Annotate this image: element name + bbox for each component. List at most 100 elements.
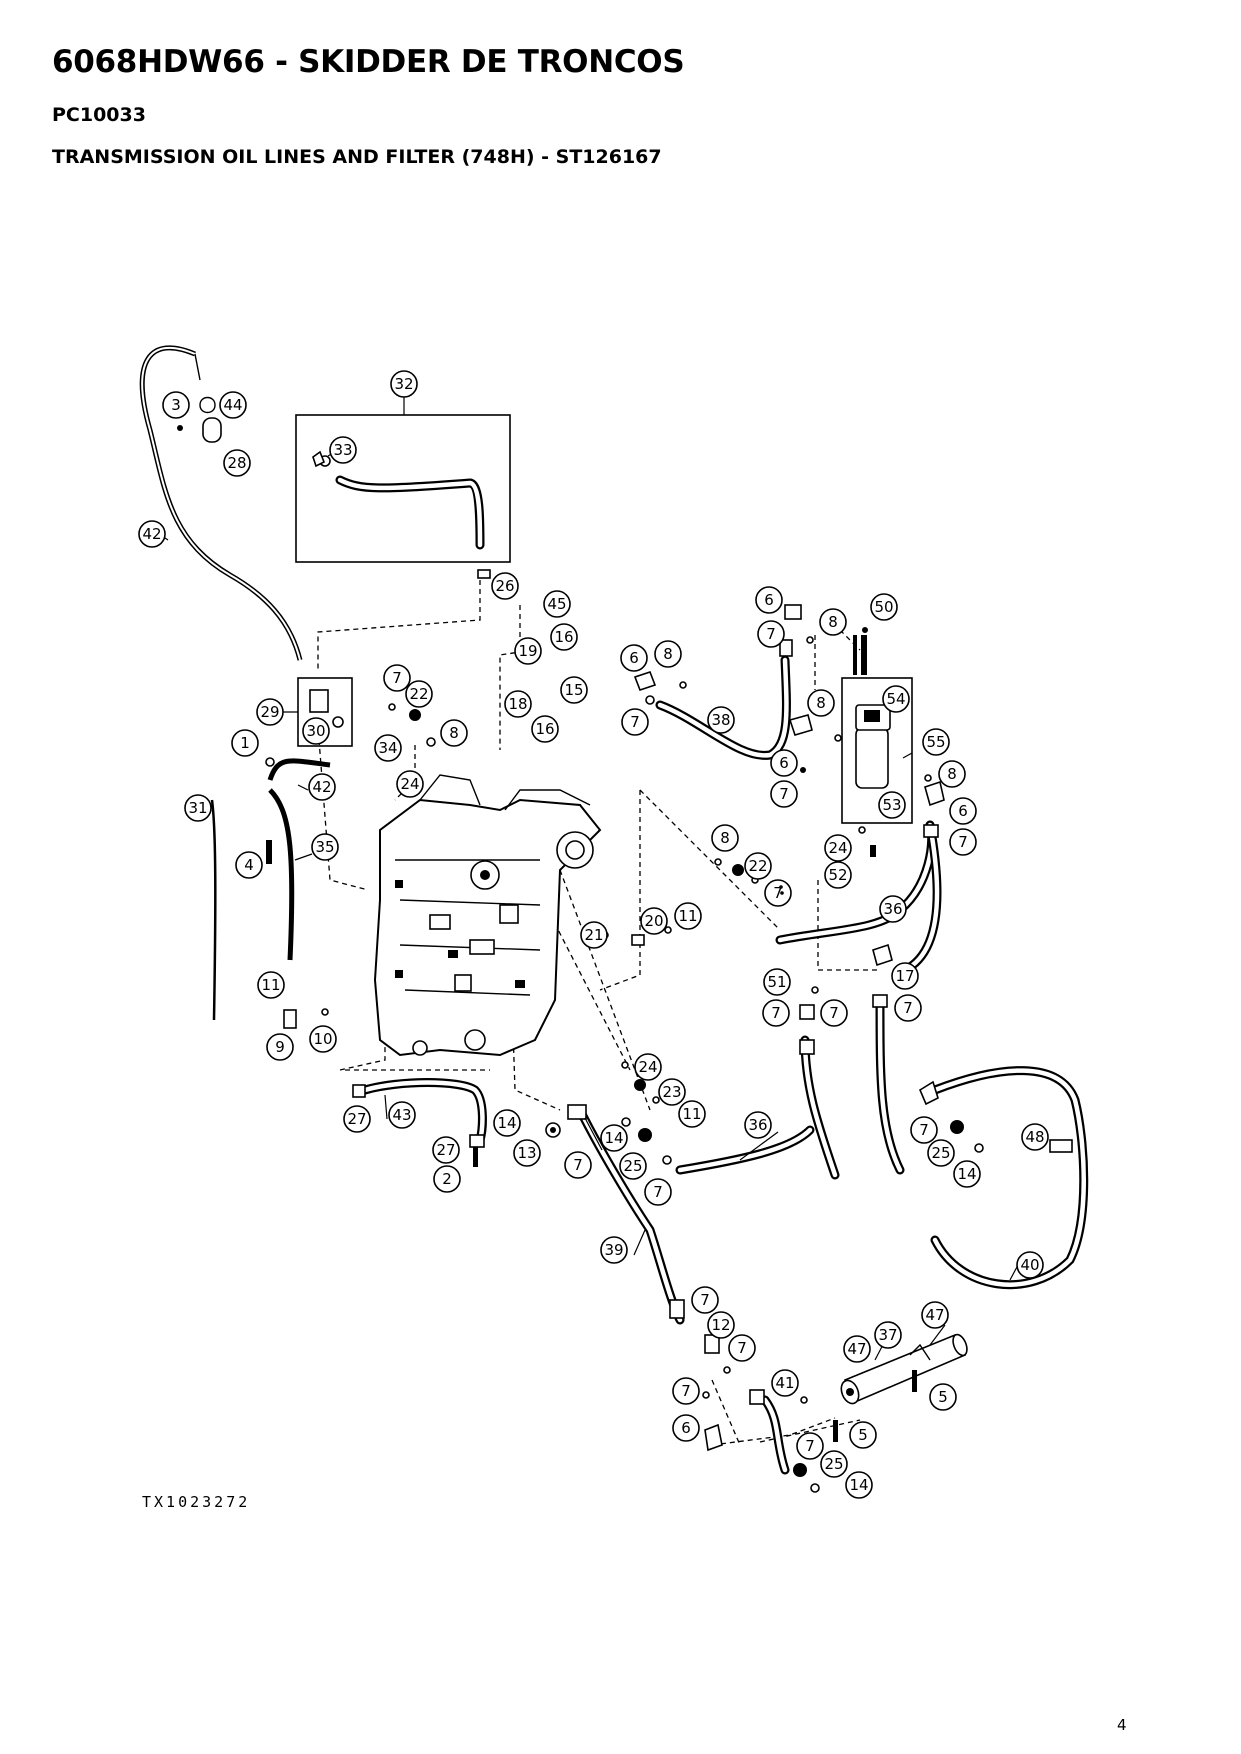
callout-47: 47 <box>843 1335 871 1363</box>
svg-text:33: 33 <box>333 441 352 459</box>
callout-50: 50 <box>870 593 898 621</box>
callout-7: 7 <box>728 1334 756 1362</box>
callout-6: 6 <box>620 644 648 672</box>
callout-27: 27 <box>343 1105 371 1133</box>
callout-5: 5 <box>929 1383 957 1411</box>
callout-40: 40 <box>1016 1251 1044 1279</box>
svg-text:22: 22 <box>409 685 428 703</box>
callout-32: 32 <box>390 370 418 398</box>
callout-7: 7 <box>949 828 977 856</box>
svg-text:44: 44 <box>223 396 242 414</box>
svg-text:23: 23 <box>662 1083 681 1101</box>
svg-text:32: 32 <box>394 375 413 393</box>
callout-7: 7 <box>644 1178 672 1206</box>
callout-51: 51 <box>763 968 791 996</box>
svg-text:14: 14 <box>957 1165 976 1183</box>
svg-text:12: 12 <box>711 1316 730 1334</box>
svg-text:30: 30 <box>306 722 325 740</box>
callout-20: 20 <box>640 907 668 935</box>
callout-33: 33 <box>329 436 357 464</box>
svg-text:6: 6 <box>958 802 968 820</box>
svg-text:15: 15 <box>564 681 583 699</box>
svg-text:10: 10 <box>313 1030 332 1048</box>
svg-text:51: 51 <box>767 973 786 991</box>
svg-text:28: 28 <box>227 454 246 472</box>
svg-text:6: 6 <box>764 591 774 609</box>
callout-7: 7 <box>672 1377 700 1405</box>
callout-7: 7 <box>770 780 798 808</box>
svg-text:27: 27 <box>436 1141 455 1159</box>
callout-41: 41 <box>771 1369 799 1397</box>
callout-7: 7 <box>383 664 411 692</box>
svg-text:16: 16 <box>535 720 554 738</box>
callout-8: 8 <box>654 640 682 668</box>
callout-25: 25 <box>619 1152 647 1180</box>
callout-7 <box>780 891 784 895</box>
svg-text:41: 41 <box>775 1374 794 1392</box>
callout-18: 18 <box>504 690 532 718</box>
callout-7: 7 <box>910 1116 938 1144</box>
svg-text:42: 42 <box>312 778 331 796</box>
callout-28: 28 <box>223 449 251 477</box>
callout-22: 22 <box>405 680 433 708</box>
svg-text:34: 34 <box>378 739 397 757</box>
callout-7: 7 <box>621 708 649 736</box>
callout-48: 48 <box>1021 1123 1049 1151</box>
svg-text:45: 45 <box>547 595 566 613</box>
svg-text:31: 31 <box>188 799 207 817</box>
svg-text:18: 18 <box>508 695 527 713</box>
callout-21: 21 <box>580 921 608 949</box>
callout-7: 7 <box>820 999 848 1027</box>
page-number: 4 <box>1117 1716 1127 1734</box>
svg-text:6: 6 <box>681 1419 691 1437</box>
svg-text:7: 7 <box>737 1339 747 1357</box>
callout-8: 8 <box>440 719 468 747</box>
callout-7: 7 <box>757 620 785 648</box>
callout-55: 55 <box>922 728 950 756</box>
callout-36: 36 <box>744 1111 772 1139</box>
cooler-tube <box>840 1333 968 1405</box>
callout-14: 14 <box>600 1124 628 1152</box>
svg-text:11: 11 <box>261 976 280 994</box>
svg-text:7: 7 <box>766 625 776 643</box>
svg-text:29: 29 <box>260 703 279 721</box>
svg-text:11: 11 <box>682 1105 701 1123</box>
callout-7: 7 <box>796 1432 824 1460</box>
svg-text:7: 7 <box>700 1291 710 1309</box>
svg-text:25: 25 <box>931 1144 950 1162</box>
svg-text:8: 8 <box>720 829 730 847</box>
callout-6: 6 <box>755 586 783 614</box>
callout-5: 5 <box>849 1421 877 1449</box>
callout-11: 11 <box>678 1100 706 1128</box>
svg-text:48: 48 <box>1025 1128 1044 1146</box>
callout-25: 25 <box>927 1139 955 1167</box>
svg-text:38: 38 <box>711 711 730 729</box>
svg-text:24: 24 <box>828 839 847 857</box>
callout-39: 39 <box>600 1236 628 1264</box>
svg-text:47: 47 <box>925 1306 944 1324</box>
callouts: 1 2 3 4 5 5 6 6 6 6 6 7 7 7 7 7 7 7 7 7 … <box>138 370 1049 1499</box>
callout-8: 8 <box>819 608 847 636</box>
callout-24: 24 <box>824 834 852 862</box>
svg-text:43: 43 <box>392 1106 411 1124</box>
callout-37: 37 <box>874 1321 902 1349</box>
svg-text:8: 8 <box>828 613 838 631</box>
callout-10: 10 <box>309 1025 337 1053</box>
callout-9: 9 <box>266 1033 294 1061</box>
callout-30: 30 <box>302 717 330 745</box>
svg-text:4: 4 <box>244 856 254 874</box>
svg-text:7: 7 <box>653 1183 663 1201</box>
svg-text:21: 21 <box>584 926 603 944</box>
callout-13: 13 <box>513 1139 541 1167</box>
svg-text:7: 7 <box>392 669 402 687</box>
callout-36: 36 <box>879 895 907 923</box>
callout-1: 1 <box>231 729 259 757</box>
svg-text:7: 7 <box>573 1156 583 1174</box>
svg-text:13: 13 <box>517 1144 536 1162</box>
svg-text:55: 55 <box>926 733 945 751</box>
callout-34: 34 <box>374 734 402 762</box>
document-title: 6068HDW66 - SKIDDER DE TRONCOS <box>52 44 685 80</box>
callout-44: 44 <box>219 391 247 419</box>
callout-14: 14 <box>845 1471 873 1499</box>
callout-23: 23 <box>658 1078 686 1106</box>
